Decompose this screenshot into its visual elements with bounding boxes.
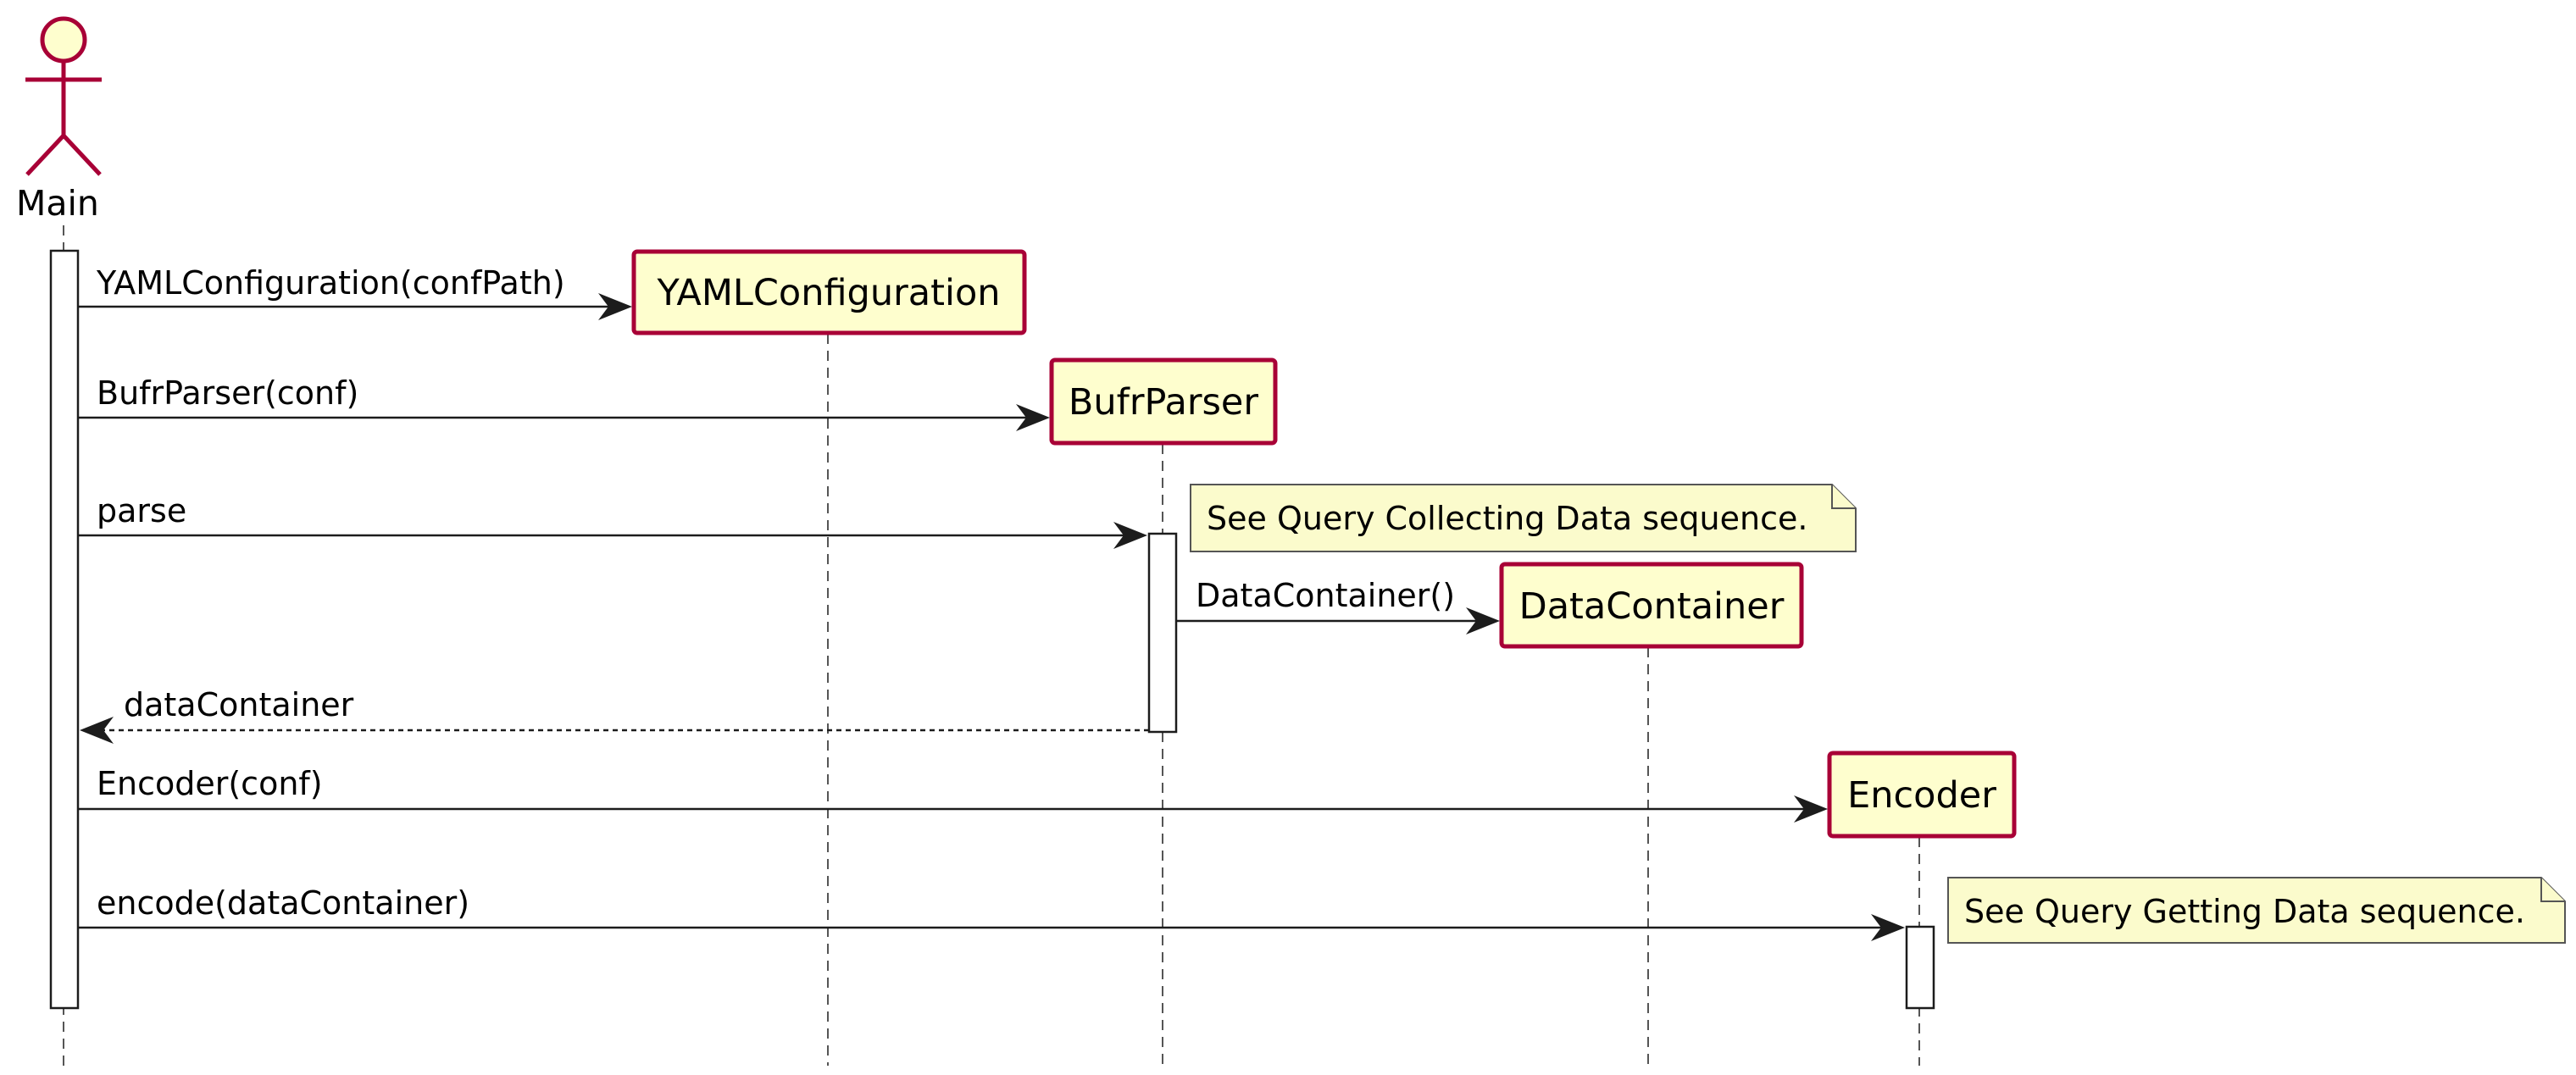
- actor-main-label: Main: [16, 183, 99, 224]
- arrowhead-icon: [1871, 914, 1905, 941]
- participant-bufrparser: BufrParser: [1049, 357, 1278, 446]
- arrowhead-icon: [1113, 522, 1147, 549]
- message-encoder-create: Encoder(conf): [78, 765, 1828, 823]
- message-label: YAMLConfiguration(confPath): [96, 264, 565, 302]
- participant-datacontainer-label: DataContainer: [1519, 585, 1785, 628]
- message-parse: parse: [78, 492, 1147, 549]
- message-label: encode(dataContainer): [97, 884, 469, 922]
- note-text: See Query Collecting Data sequence.: [1207, 500, 1807, 537]
- participant-bufrparser-label: BufrParser: [1069, 381, 1258, 424]
- message-datacontainer-create: DataContainer(): [1176, 577, 1500, 634]
- participant-encoder: Encoder: [1827, 751, 2017, 839]
- participant-yamlconfiguration: YAMLConfiguration: [631, 249, 1027, 335]
- message-label: Encoder(conf): [97, 765, 323, 802]
- message-encode: encode(dataContainer): [78, 884, 1905, 941]
- arrowhead-icon: [1794, 795, 1828, 823]
- actor-main: Main: [16, 16, 102, 224]
- arrowhead-icon: [1016, 404, 1050, 431]
- message-bufrparser-create: BufrParser(conf): [78, 374, 1050, 431]
- participant-yamlconfiguration-label: YAMLConfiguration: [656, 272, 1000, 314]
- note-query-getting: See Query Getting Data sequence.: [1947, 877, 2566, 944]
- message-yamlconfiguration-create: YAMLConfiguration(confPath): [78, 264, 632, 320]
- arrowhead-icon: [598, 293, 632, 320]
- actor-stick-figure-icon: [25, 16, 102, 176]
- note-query-collecting: See Query Collecting Data sequence.: [1190, 484, 1857, 552]
- message-datacontainer-return: dataContainer: [80, 686, 1149, 744]
- message-label: DataContainer(): [1196, 577, 1455, 614]
- note-text: See Query Getting Data sequence.: [1964, 893, 2525, 930]
- activation-main: [49, 249, 80, 1010]
- message-label: parse: [97, 492, 186, 529]
- arrowhead-icon: [80, 717, 114, 744]
- activation-encoder: [1905, 925, 1935, 1010]
- message-label: BufrParser(conf): [97, 374, 358, 412]
- arrowhead-icon: [1466, 607, 1500, 634]
- message-label: dataContainer: [124, 686, 354, 723]
- participant-datacontainer: DataContainer: [1499, 562, 1804, 649]
- activation-bufrparser: [1147, 532, 1178, 734]
- participant-encoder-label: Encoder: [1847, 774, 1996, 817]
